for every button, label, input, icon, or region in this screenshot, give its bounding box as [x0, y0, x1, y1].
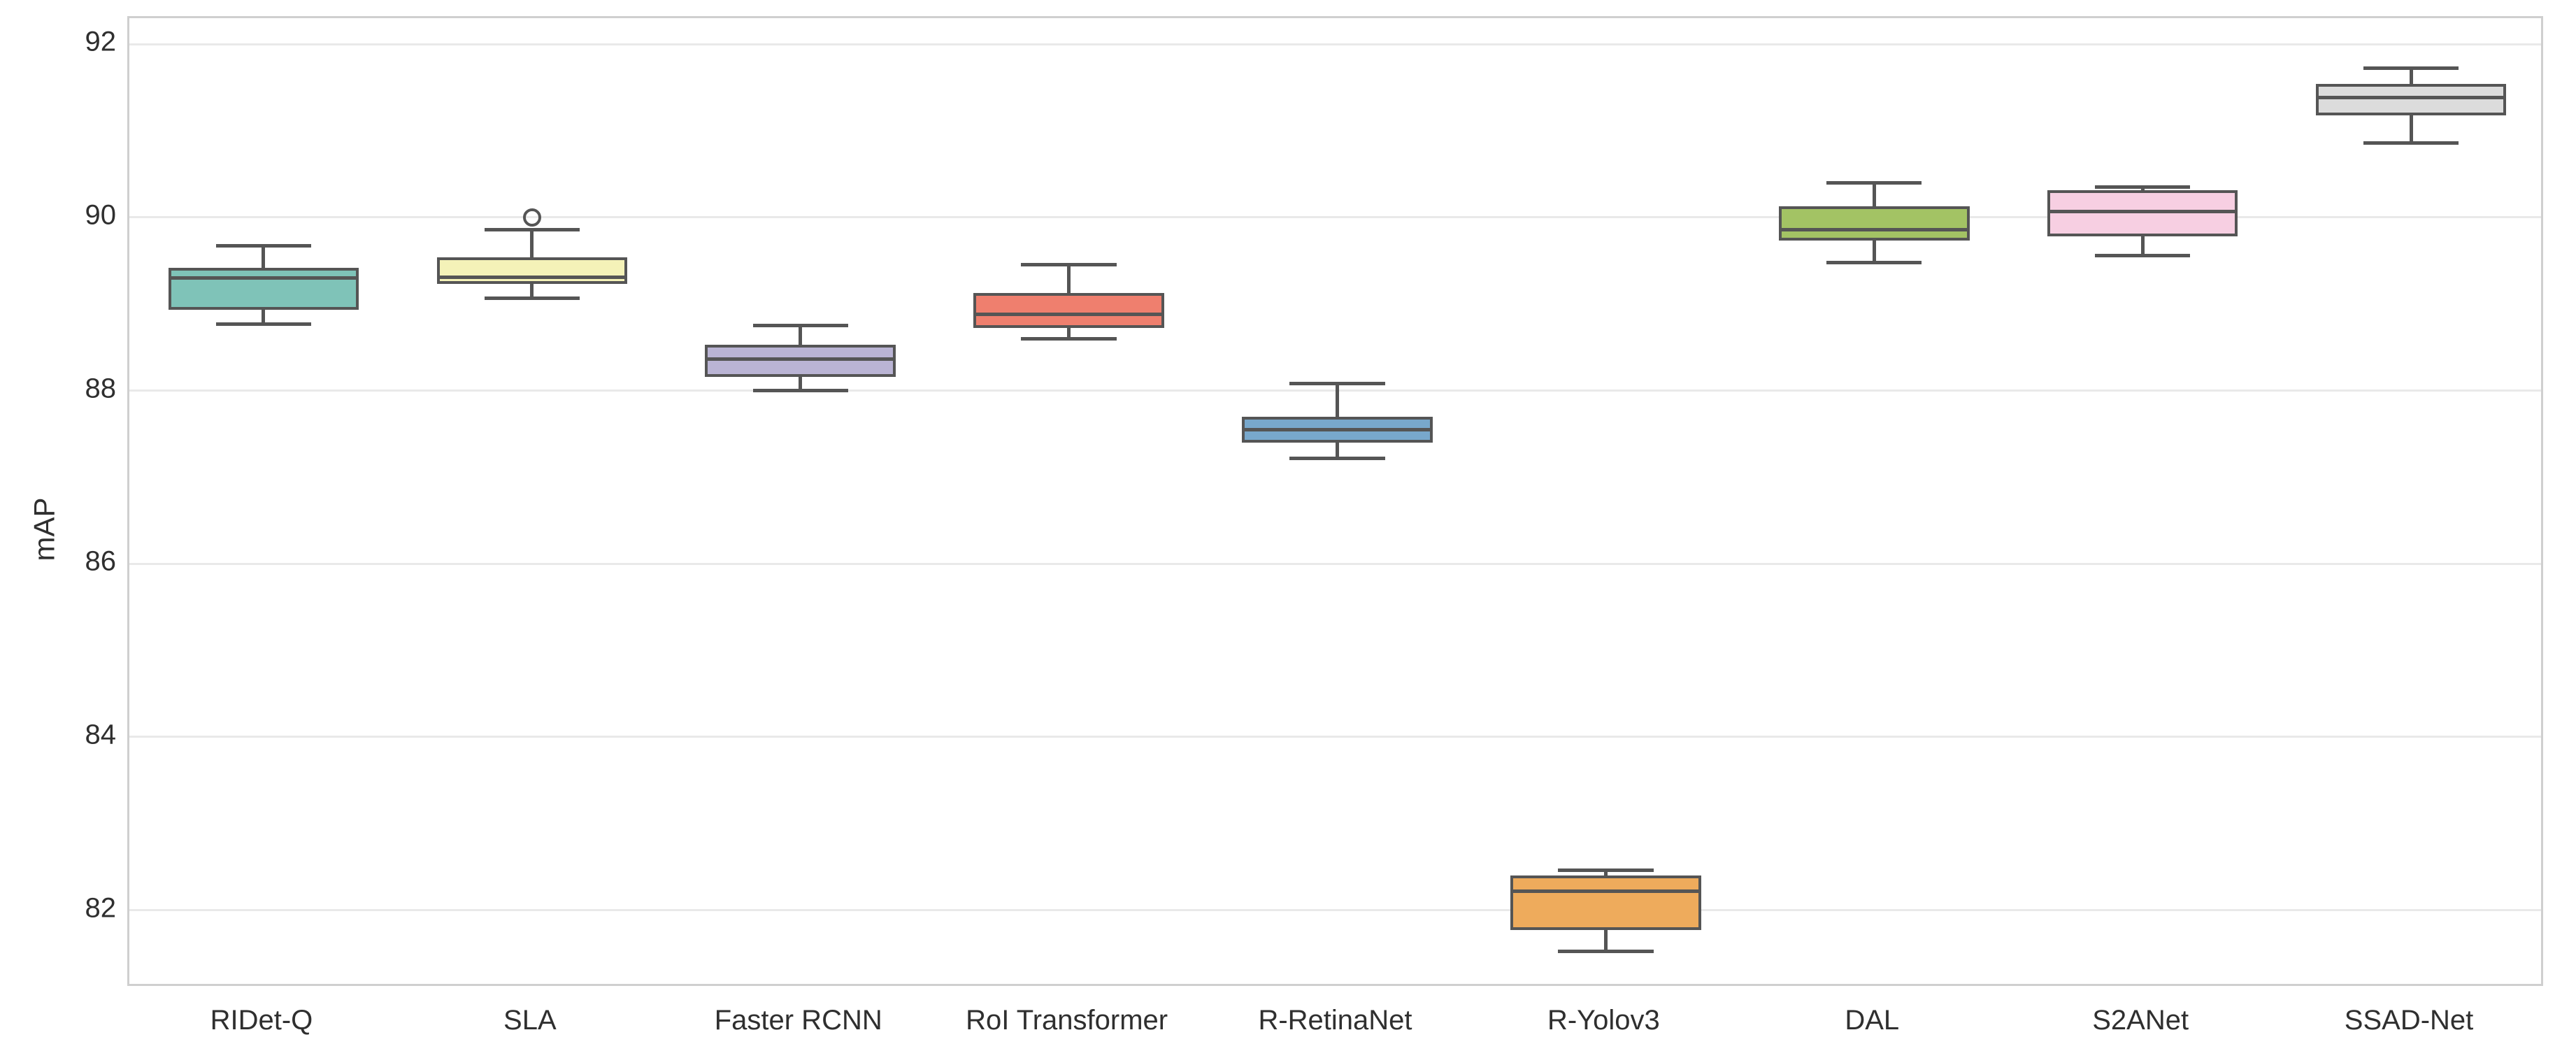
x-tick-label: S2ANet [2092, 1005, 2189, 1036]
whisker-cap-upper [1021, 263, 1117, 267]
whisker-upper [262, 245, 266, 268]
whisker-cap-upper [2363, 66, 2459, 71]
whisker-lower [262, 310, 266, 324]
whisker-cap-lower [215, 322, 312, 326]
plot-area [127, 16, 2543, 986]
whisker-cap-lower [1826, 260, 1922, 264]
y-tick-label: 86 [85, 545, 117, 577]
gridline [129, 736, 2541, 738]
gridline [129, 216, 2541, 219]
median-line [168, 276, 359, 280]
whisker-lower [530, 284, 534, 298]
whisker-lower [1067, 328, 1071, 339]
whisker-cap-upper [215, 244, 312, 248]
median-line [2315, 96, 2507, 100]
outlier-point [522, 208, 541, 227]
whisker-cap-upper [484, 227, 580, 231]
gridline [129, 562, 2541, 565]
median-line [705, 357, 896, 362]
whisker-upper [530, 229, 534, 257]
whisker-cap-upper [752, 324, 848, 328]
box-iqr[interactable] [2047, 190, 2238, 237]
y-tick-label: 82 [85, 892, 117, 924]
box-iqr[interactable] [436, 257, 628, 285]
median-line [1242, 427, 1433, 431]
y-tick-label: 88 [85, 373, 117, 403]
whisker-cap-lower [1558, 950, 1654, 954]
x-tick-label: DAL [1845, 1005, 1900, 1036]
box-iqr[interactable] [1510, 875, 1701, 931]
whisker-cap-lower [1021, 336, 1117, 341]
x-tick-label: SSAD-Net [2344, 1005, 2474, 1036]
whisker-lower [1336, 442, 1339, 459]
whisker-lower [2409, 115, 2413, 143]
whisker-cap-upper [2095, 185, 2191, 189]
whisker-cap-lower [1289, 456, 1385, 460]
whisker-upper [799, 325, 803, 345]
whisker-upper [1067, 264, 1071, 293]
whisker-upper [1603, 870, 1608, 875]
box-iqr[interactable] [168, 267, 359, 310]
whisker-cap-lower [2363, 141, 2459, 145]
y-tick-label: 90 [85, 199, 117, 231]
whisker-cap-upper [1558, 868, 1654, 873]
whisker-cap-upper [1289, 382, 1385, 386]
whisker-cap-lower [484, 296, 580, 300]
x-tick-label: Faster RCNN [714, 1005, 882, 1036]
whisker-cap-lower [752, 389, 848, 392]
y-tick-label: 84 [85, 719, 117, 750]
gridline [129, 909, 2541, 912]
whisker-cap-lower [2095, 253, 2191, 257]
median-line [1778, 227, 1970, 231]
gridline [129, 43, 2541, 45]
whisker-cap-upper [1826, 180, 1922, 185]
box-iqr[interactable] [1778, 206, 1970, 241]
x-tick-label: RoI Transformer [966, 1005, 1168, 1036]
median-line [1510, 889, 1701, 893]
x-tick-label: RIDet-Q [210, 1005, 313, 1036]
whisker-lower [1872, 241, 1876, 263]
whisker-lower [799, 376, 803, 391]
box-iqr[interactable] [973, 292, 1164, 329]
gridline [129, 389, 2541, 392]
x-tick-label: R-RetinaNet [1258, 1005, 1412, 1036]
whisker-lower [2140, 236, 2145, 256]
whisker-upper [1872, 183, 1876, 206]
median-line [973, 313, 1164, 317]
whisker-upper [2409, 68, 2413, 85]
x-tick-label: SLA [503, 1005, 557, 1036]
whisker-upper [1336, 383, 1339, 417]
y-tick-label: 92 [85, 26, 117, 57]
x-tick-label: R-Yolov3 [1547, 1005, 1660, 1036]
median-line [2047, 209, 2238, 213]
median-line [436, 275, 628, 279]
whisker-lower [1603, 930, 1608, 952]
